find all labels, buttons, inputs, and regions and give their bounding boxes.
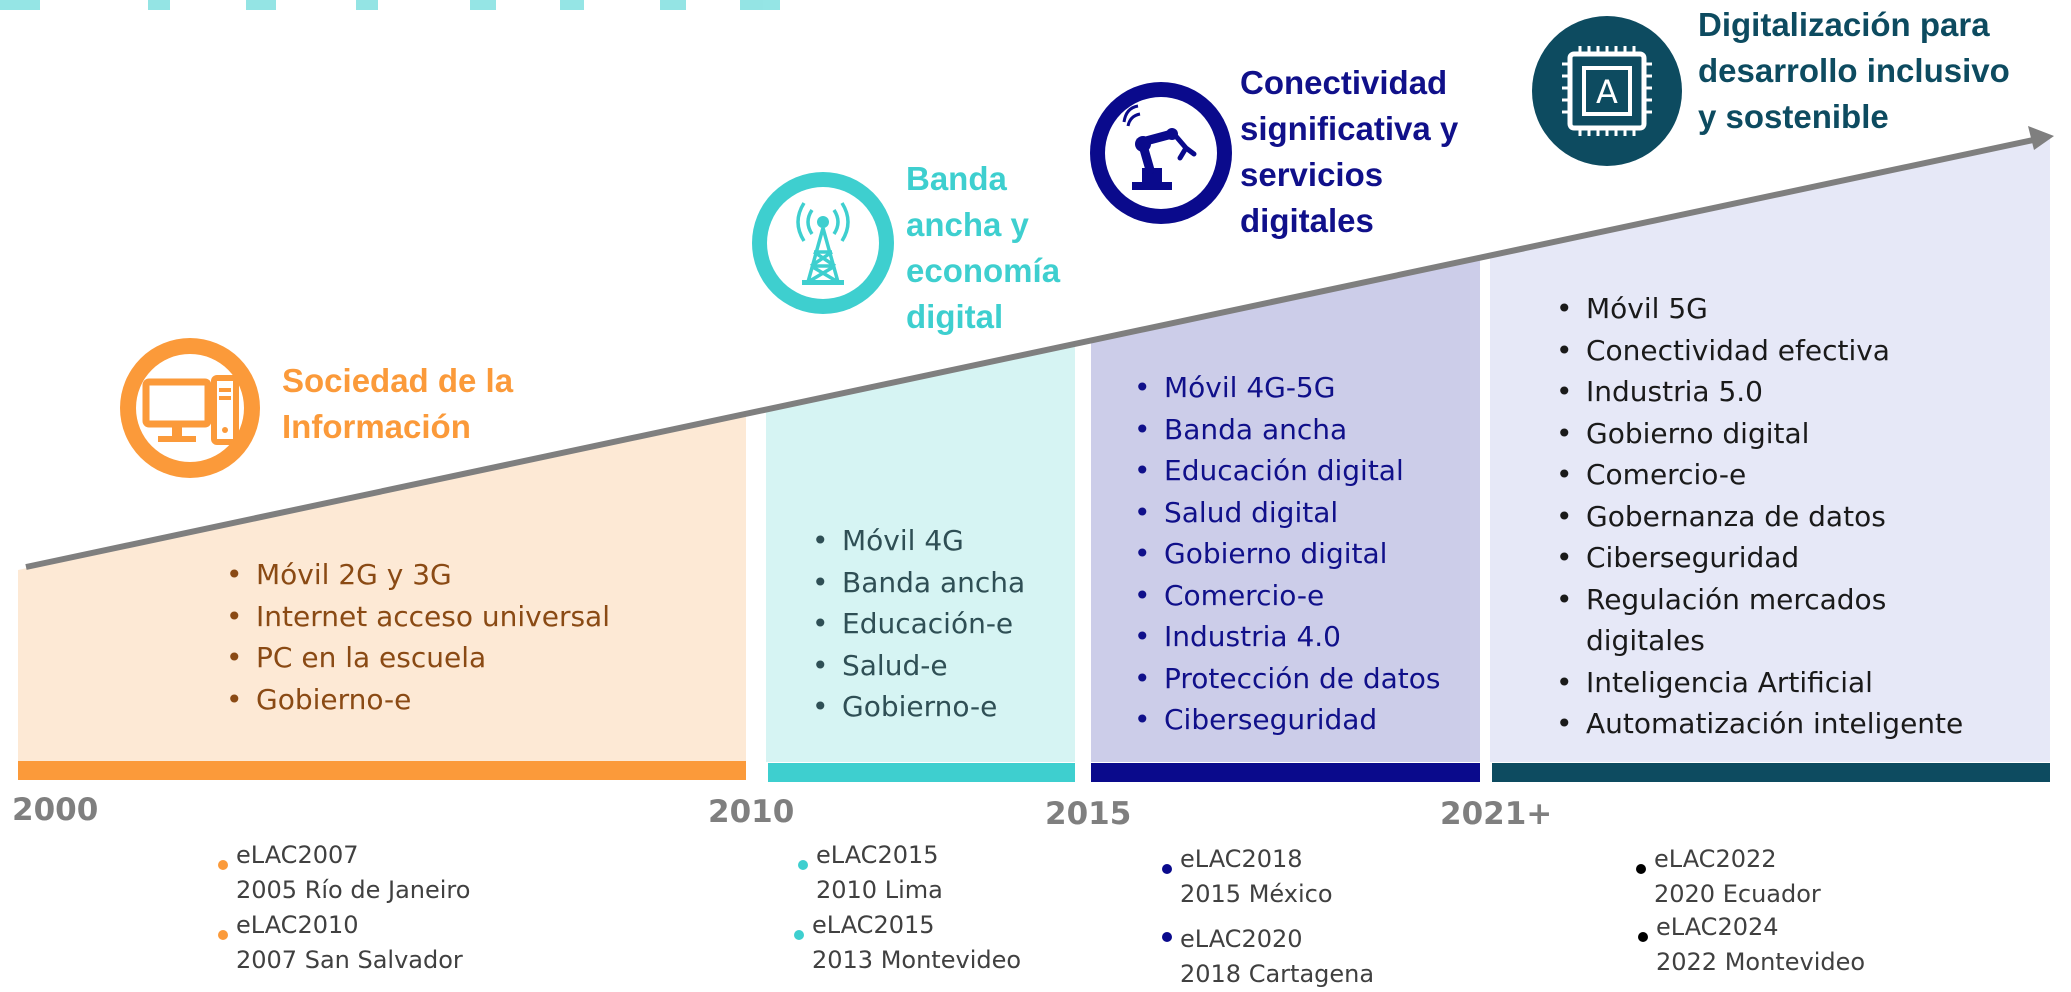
stage2-list: Móvil 4G Banda ancha Educación-e Salud-e… [810, 520, 1025, 728]
list-item: Móvil 5G [1554, 288, 1994, 330]
list-item: Ciberseguridad [1132, 699, 1441, 741]
list-item: Regulación mercados digitales [1554, 579, 1916, 662]
year-2015: 2015 [1045, 796, 1132, 832]
list-item: Gobierno digital [1132, 533, 1441, 575]
list-item: Móvil 4G [810, 520, 1025, 562]
list-item: Gobierno-e [810, 686, 1025, 728]
stage2-icon-circle [752, 172, 894, 314]
list-item: Comercio-e [1132, 575, 1441, 617]
year-2000: 2000 [12, 792, 99, 828]
bar-2010 [768, 763, 1075, 782]
stage3-list: Móvil 4G-5G Banda ancha Educación digita… [1132, 367, 1441, 741]
list-item: Conectividad efectiva [1554, 330, 1994, 372]
list-item: Internet acceso universal [224, 596, 610, 638]
list-item: Comercio-e [1554, 454, 1994, 496]
stage2-title: Banda ancha y economía digital [906, 160, 1061, 335]
ai-chip-icon: A [1562, 46, 1652, 136]
year-2010: 2010 [708, 794, 795, 830]
stage3-title: Conectividad significativa y servicios d… [1240, 64, 1459, 239]
computer-icon [142, 375, 239, 445]
list-item: Protección de datos [1132, 658, 1441, 700]
chip-letter: A [1596, 73, 1618, 111]
bar-2015 [1091, 763, 1480, 782]
list-item: Móvil 2G y 3G [224, 554, 610, 596]
list-item: Educación digital [1132, 450, 1441, 492]
stage4-icon-circle: A [1532, 16, 1682, 166]
list-item: Educación-e [810, 603, 1025, 645]
list-item: Salud-e [810, 645, 1025, 687]
stage1-icon-circle [120, 338, 260, 478]
list-item: Banda ancha [810, 562, 1025, 604]
list-item: Banda ancha [1132, 409, 1441, 451]
list-item: PC en la escuela [224, 637, 610, 679]
list-item: Automatización inteligente [1554, 703, 1994, 745]
list-item: Móvil 4G-5G [1132, 367, 1441, 409]
antenna-tower-icon [796, 202, 850, 285]
bar-2021 [1492, 763, 2050, 782]
list-item: Ciberseguridad [1554, 537, 1994, 579]
list-item: Industria 4.0 [1132, 616, 1441, 658]
list-item: Salud digital [1132, 492, 1441, 534]
robot-arm-icon [1122, 104, 1197, 190]
list-item: Gobernanza de datos [1554, 496, 1994, 538]
stage1-list: Móvil 2G y 3G Internet acceso universal … [224, 554, 610, 720]
stage4-list: Móvil 5G Conectividad efectiva Industria… [1554, 288, 1994, 745]
timeline-arrowhead [2028, 126, 2054, 150]
year-2021: 2021+ [1440, 796, 1553, 832]
list-item: Gobierno-e [224, 679, 610, 721]
list-item: Gobierno digital [1554, 413, 1994, 455]
header-fragment [0, 0, 780, 10]
bar-2000 [18, 761, 746, 780]
list-item: Industria 5.0 [1554, 371, 1994, 413]
timeline-arrow [25, 136, 2039, 570]
list-item: Inteligencia Artificial [1554, 662, 1994, 704]
stage1-title: Sociedad de la Información [282, 362, 514, 445]
stage3-icon-circle [1090, 82, 1232, 224]
stage4-title: Digitalización para desarrollo inclusivo… [1698, 6, 2010, 135]
